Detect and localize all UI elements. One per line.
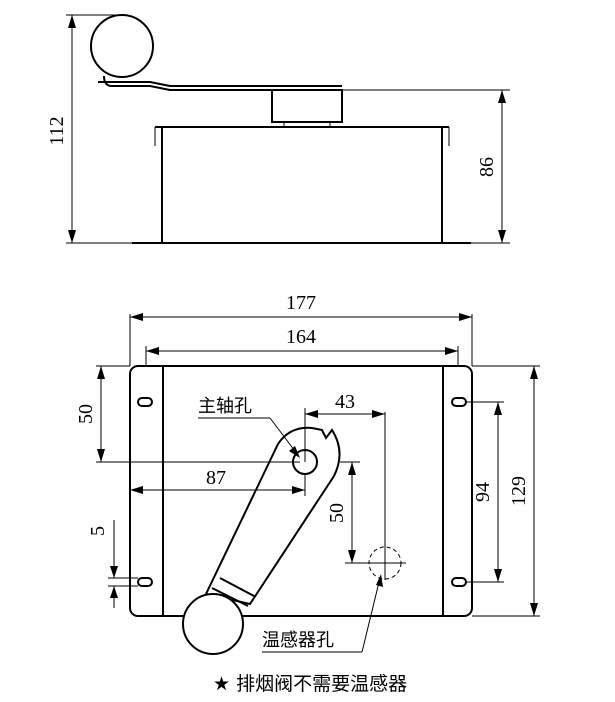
dim-slot-spacing: 94 [472, 482, 494, 502]
dim-top-outer-width: 177 [286, 292, 316, 314]
dim-side-total-height: 112 [46, 116, 68, 145]
dim-slot-length: 5 [87, 526, 109, 536]
mounting-slot-tl [137, 397, 153, 407]
mounting-slot-bl [137, 577, 153, 587]
dim-plate-height: 129 [508, 476, 530, 506]
mounting-slot-br [451, 577, 467, 587]
side-roller [90, 14, 154, 78]
top-view: 177 164 50 43 87 50 [75, 292, 540, 695]
bottom-note: ★ 排烟阀不需要温感器 [213, 673, 407, 695]
label-sensor-hole: 温感器孔 [262, 630, 334, 651]
dim-top-inner-width: 164 [286, 326, 316, 348]
label-spindle-hole: 主轴孔 [198, 396, 252, 417]
dim-spindle-to-sensor: 43 [335, 391, 355, 413]
star-icon: ★ [213, 673, 230, 695]
dim-sensor-below-spindle: 50 [326, 503, 348, 523]
side-roller-bracket [103, 75, 342, 91]
dim-side-body-height: 86 [476, 157, 498, 177]
lever-arm [204, 426, 341, 606]
side-body [161, 126, 443, 244]
side-cap [271, 89, 343, 123]
mounting-slot-tr [451, 397, 467, 407]
top-roller [182, 593, 244, 655]
dim-spindle-offset-top: 50 [75, 404, 97, 424]
top-plate [129, 365, 473, 617]
dim-spindle-from-left: 87 [206, 467, 226, 489]
side-view: 112 86 [46, 14, 510, 244]
note-text: 排烟阀不需要温感器 [236, 673, 407, 695]
